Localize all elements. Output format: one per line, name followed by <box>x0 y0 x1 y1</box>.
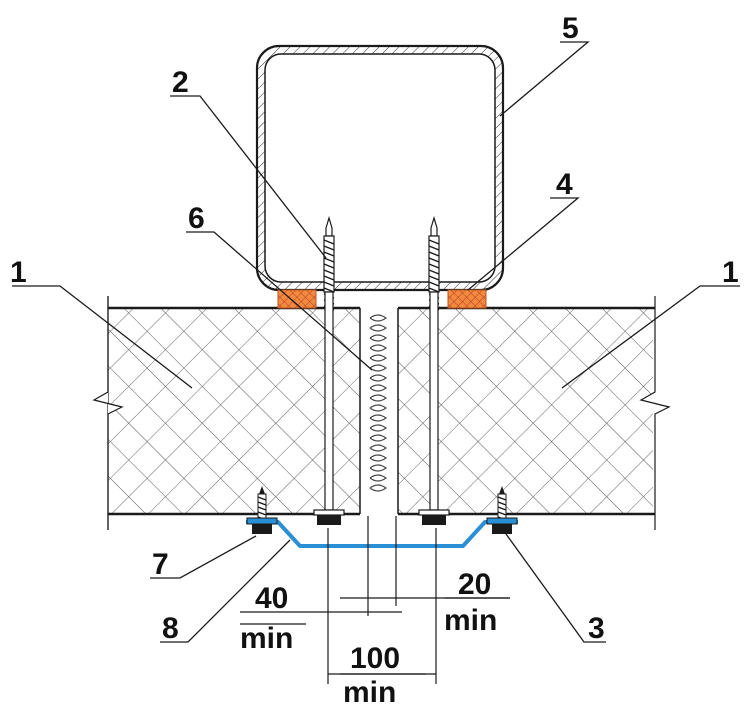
dim-100-unit: min <box>343 676 396 706</box>
short-screw-right <box>486 486 518 534</box>
steel-tube-profile <box>255 44 505 292</box>
callout-panel-right: 1 <box>722 256 739 289</box>
long-screw-left <box>313 215 345 525</box>
callout-profile-5: 5 <box>562 12 579 45</box>
dimension-lines <box>240 516 510 684</box>
gasket-right-hatch <box>448 290 486 308</box>
panel-left <box>92 296 361 530</box>
callout-gasket-4: 4 <box>556 168 573 201</box>
seal-coil <box>369 314 387 492</box>
long-screw-right <box>418 215 450 525</box>
dim-40-value: 40 <box>255 582 288 615</box>
panel-right <box>397 296 671 530</box>
callout-panel-left: 1 <box>10 256 27 289</box>
callout-screw-3: 3 <box>588 612 605 645</box>
leader-lines <box>12 41 740 643</box>
dim-20-unit: min <box>444 604 497 637</box>
gasket-left-hatch <box>278 290 316 308</box>
callout-screw-2: 2 <box>172 66 189 99</box>
callout-seal-6: 6 <box>188 202 205 235</box>
dim-40-unit: min <box>240 622 293 655</box>
callout-screw-7: 7 <box>152 548 169 581</box>
dim-100-value: 100 <box>350 642 400 675</box>
callout-flashing-8: 8 <box>162 612 179 645</box>
short-screw-left <box>246 486 278 534</box>
dim-20-value: 20 <box>458 568 491 601</box>
